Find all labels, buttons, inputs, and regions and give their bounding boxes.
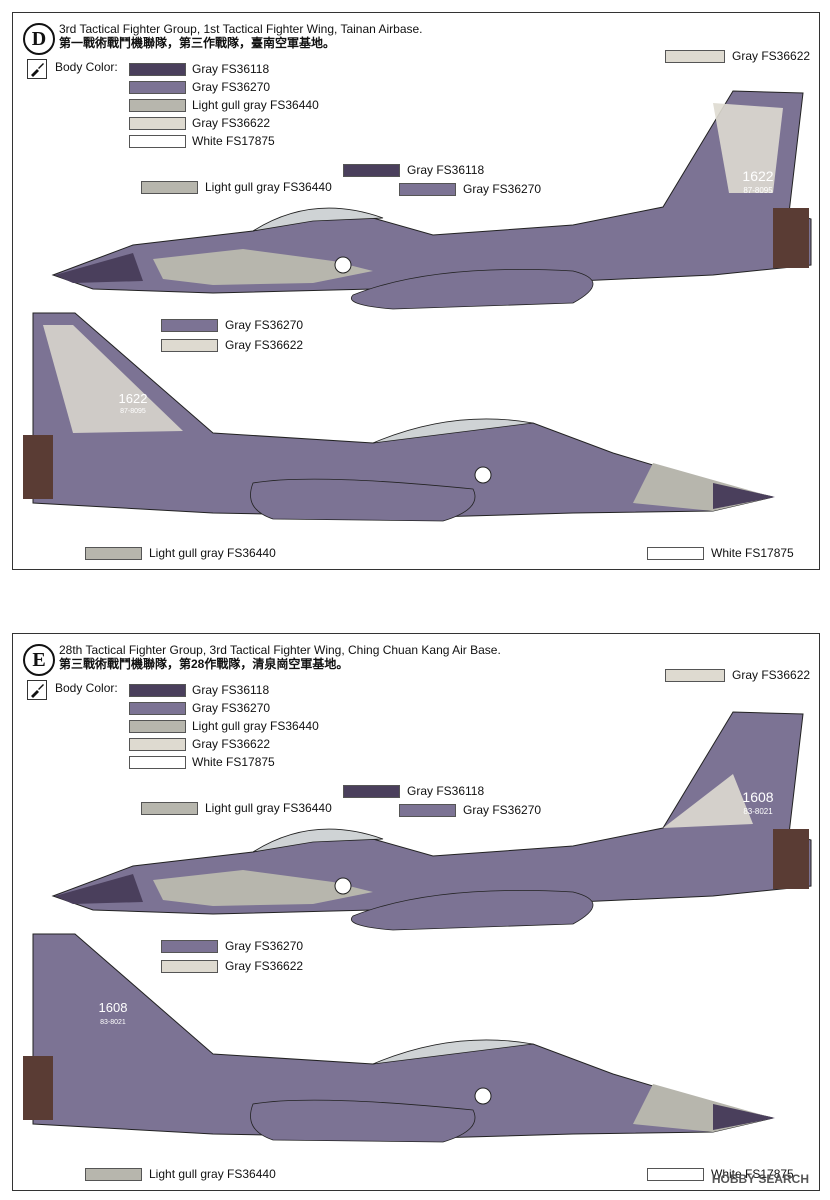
color-legend: Gray FS36118 Gray FS36270 Light gull gra… [129,60,319,150]
swatch-fs36440 [129,719,186,733]
legend-item: Gray FS36118 [129,681,319,699]
callout-gray-36270-lower: Gray FS36270 [161,939,303,953]
callout-gray-36118: Gray FS36118 [343,163,484,177]
body-color-label: Body Color: [55,681,118,695]
legend-item: Light gull gray FS36440 [129,717,319,735]
swatch-fs36270 [129,80,186,94]
color-legend: Gray FS36118 Gray FS36270 Light gull gra… [129,681,319,771]
swatch-fs17875 [129,755,186,769]
body-color-label: Body Color: [55,60,118,74]
scheme-title-en: 3rd Tactical Fighter Group, 1st Tactical… [59,22,423,36]
callout-light-gull-gray-bottom: Light gull gray FS36440 [85,1167,276,1181]
legend-item: Gray FS36622 [129,735,319,753]
aircraft-illustration: 1622 87-8095 1622 87-8095 [23,90,812,522]
scheme-letter-badge: D [23,23,55,55]
legend-item: Gray FS36270 [129,699,319,717]
svg-text:1622: 1622 [119,391,148,406]
callout-gray-36270: Gray FS36270 [399,803,541,817]
callout-gray-36622: Gray FS36622 [665,49,810,63]
svg-text:1608: 1608 [99,1000,128,1015]
aircraft-right-side: 1608 83-8021 [23,933,775,1143]
legend-item: Gray FS36622 [129,114,319,132]
callout-light-gull-gray: Light gull gray FS36440 [141,801,332,815]
scheme-d-panel: D 3rd Tactical Fighter Group, 1st Tactic… [12,12,820,570]
legend-item: White FS17875 [129,753,319,771]
tail-number: 1608 [742,789,773,805]
swatch-fs36622 [129,737,186,751]
legend-item: Gray FS36270 [129,78,319,96]
aircraft-left-side: 1622 87-8095 [51,90,812,310]
swatch-fs36440 [129,98,186,112]
swatch-fs36622 [129,116,186,130]
swatch-fs17875 [129,134,186,148]
aircraft-illustration: 1608 83-8021 1608 83-8021 [23,711,812,1143]
swatch-fs36270 [129,701,186,715]
scheme-title-zh: 第一戰術戰鬥機聯隊，第三作戰隊，臺南空軍基地。 [59,36,336,50]
scheme-title-en: 28th Tactical Fighter Group, 3rd Tactica… [59,643,501,657]
legend-item: Gray FS36118 [129,60,319,78]
swatch-fs36118 [129,62,186,76]
callout-gray-36270-lower: Gray FS36270 [161,318,303,332]
callout-white-fs17875: White FS17875 [647,1167,794,1181]
callout-gray-36622-lower: Gray FS36622 [161,959,303,973]
callout-gray-36622-lower: Gray FS36622 [161,338,303,352]
legend-item: Light gull gray FS36440 [129,96,319,114]
tail-number: 1622 [742,168,773,184]
scheme-letter-badge: E [23,644,55,676]
paint-brush-icon: 5228522223258272717062514524957701347616… [27,680,47,700]
scheme-title-zh: 第三戰術戰鬥機聯隊，第28作戰隊，清泉崗空軍基地。 [59,657,349,671]
callout-white-fs17875: White FS17875 [647,546,794,560]
aircraft-right-side: 1622 87-8095 [23,312,775,522]
aircraft-left-side: 1608 83-8021 [51,711,812,931]
callout-light-gull-gray-bottom: Light gull gray FS36440 [85,546,276,560]
swatch-fs36118 [129,683,186,697]
watermark: HOBBY SEARCH [711,1172,809,1186]
callout-light-gull-gray: Light gull gray FS36440 [141,180,332,194]
scheme-title: 3rd Tactical Fighter Group, 1st Tactical… [59,22,423,50]
callout-gray-36118: Gray FS36118 [343,784,484,798]
svg-text:83-8021: 83-8021 [100,1019,126,1026]
paint-brush-icon: 7752877526833108272717062575249577013476… [27,59,47,79]
scheme-title: 28th Tactical Fighter Group, 3rd Tactica… [59,643,501,671]
legend-item: White FS17875 [129,132,319,150]
tail-serial: 83-8021 [743,807,773,816]
callout-gray-36622: Gray FS36622 [665,668,810,682]
svg-text:87-8095: 87-8095 [120,408,146,415]
scheme-e-panel: E 28th Tactical Fighter Group, 3rd Tacti… [12,633,820,1191]
callout-gray-36270: Gray FS36270 [399,182,541,196]
tail-serial: 87-8095 [743,186,773,195]
